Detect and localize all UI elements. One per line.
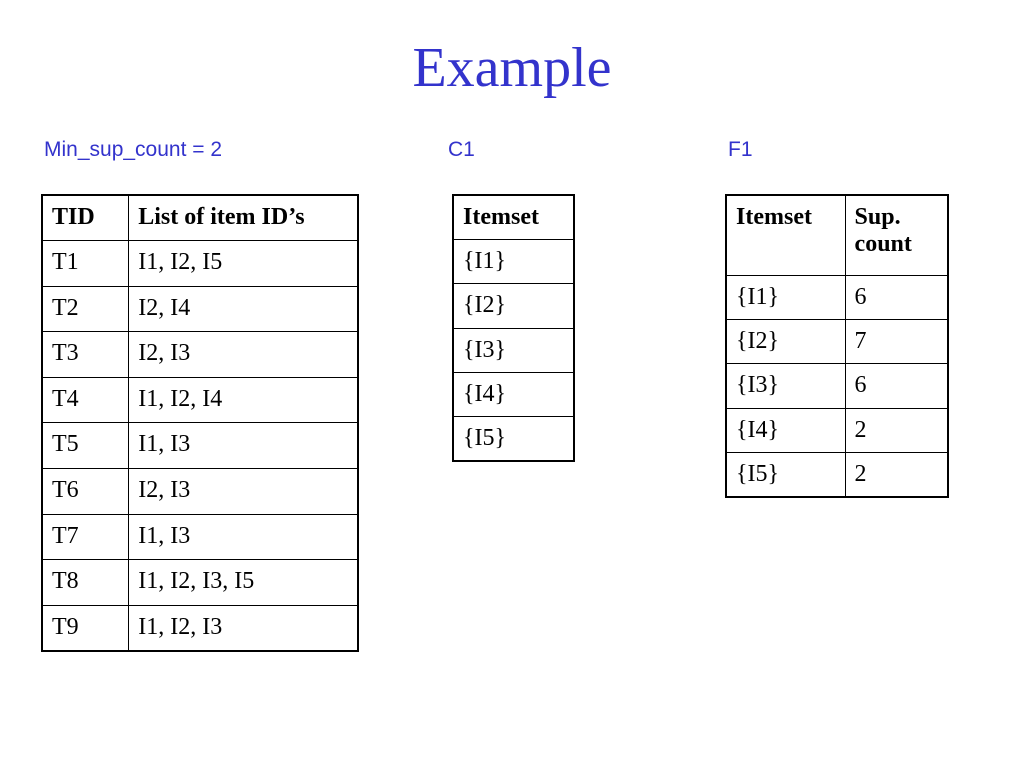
sup-count-cell: 2: [844, 407, 949, 454]
table-row: T2 I2, I4: [41, 285, 359, 333]
table-row: {I5}: [452, 416, 575, 462]
itemset-cell: {I1}: [725, 274, 846, 320]
table-row: T9 I1, I2, I3: [41, 604, 359, 652]
table-row: T6 I2, I3: [41, 468, 359, 515]
tid-cell: T4: [41, 376, 130, 424]
sup-count-cell: 7: [844, 318, 949, 365]
table-row: {I1}: [452, 238, 575, 285]
item-list-cell: I2, I3: [128, 468, 359, 515]
itemset-cell: {I3}: [452, 327, 575, 374]
table-row: T1 I1, I2, I5: [41, 240, 359, 287]
tid-cell: T9: [41, 604, 130, 652]
min-sup-count-label: Min_sup_count = 2: [44, 138, 223, 161]
tid-cell: T2: [41, 285, 130, 333]
tid-cell: T5: [41, 422, 130, 470]
table-row: T4 I1, I2, I4: [41, 376, 359, 424]
table-row: {I2}: [452, 283, 575, 329]
itemset-cell: {I4}: [452, 372, 575, 418]
tid-cell: T1: [41, 240, 130, 287]
tid-cell: T3: [41, 331, 130, 378]
sup-count-cell: 6: [844, 274, 949, 320]
item-list-cell: I1, I2, I3, I5: [128, 559, 359, 606]
table-row: {I4} 2: [725, 407, 949, 454]
itemset-cell: {I3}: [725, 363, 846, 409]
itemset-cell: {I4}: [725, 407, 846, 454]
table-header-row: Itemset Sup. count: [725, 194, 949, 276]
f1-label: F1: [728, 138, 753, 161]
table-row: {I4}: [452, 372, 575, 418]
item-list-cell: I2, I4: [128, 285, 359, 333]
itemset-cell: {I2}: [725, 318, 846, 365]
tid-header: TID: [41, 194, 130, 242]
item-list-cell: I1, I2, I4: [128, 376, 359, 424]
c1-label: C1: [448, 138, 475, 161]
slide-title: Example: [412, 37, 612, 99]
sup-count-cell: 6: [844, 363, 949, 409]
table-row: T8 I1, I2, I3, I5: [41, 559, 359, 606]
table-header-row: TID List of item ID’s: [41, 194, 359, 242]
f1-table: Itemset Sup. count {I1} 6 {I2} 7 {I3} 6 …: [725, 194, 949, 498]
tid-cell: T7: [41, 513, 130, 561]
item-list-cell: I2, I3: [128, 331, 359, 378]
itemset-cell: {I5}: [452, 416, 575, 462]
transactions-table: TID List of item ID’s T1 I1, I2, I5 T2 I…: [41, 194, 359, 652]
table-row: {I1} 6: [725, 274, 949, 320]
item-list-cell: I1, I2, I3: [128, 604, 359, 652]
c1-table: Itemset {I1} {I2} {I3} {I4} {I5}: [452, 194, 575, 463]
itemset-cell: {I1}: [452, 238, 575, 285]
sup-count-cell: 2: [844, 452, 949, 498]
table-row: {I5} 2: [725, 452, 949, 498]
item-list-cell: I1, I3: [128, 513, 359, 561]
item-list-header: List of item ID’s: [128, 194, 359, 242]
table-row: T3 I2, I3: [41, 331, 359, 378]
table-row: {I2} 7: [725, 318, 949, 365]
tid-cell: T6: [41, 468, 130, 515]
item-list-cell: I1, I3: [128, 422, 359, 470]
table-row: T7 I1, I3: [41, 513, 359, 561]
table-header-row: Itemset: [452, 194, 575, 240]
itemset-header: Itemset: [452, 194, 575, 240]
table-row: T5 I1, I3: [41, 422, 359, 470]
itemset-cell: {I2}: [452, 283, 575, 329]
itemset-cell: {I5}: [725, 452, 846, 498]
item-list-cell: I1, I2, I5: [128, 240, 359, 287]
sup-count-header: Sup. count: [844, 194, 949, 276]
table-row: {I3}: [452, 327, 575, 374]
table-row: {I3} 6: [725, 363, 949, 409]
tid-cell: T8: [41, 559, 130, 606]
itemset-header: Itemset: [725, 194, 846, 276]
